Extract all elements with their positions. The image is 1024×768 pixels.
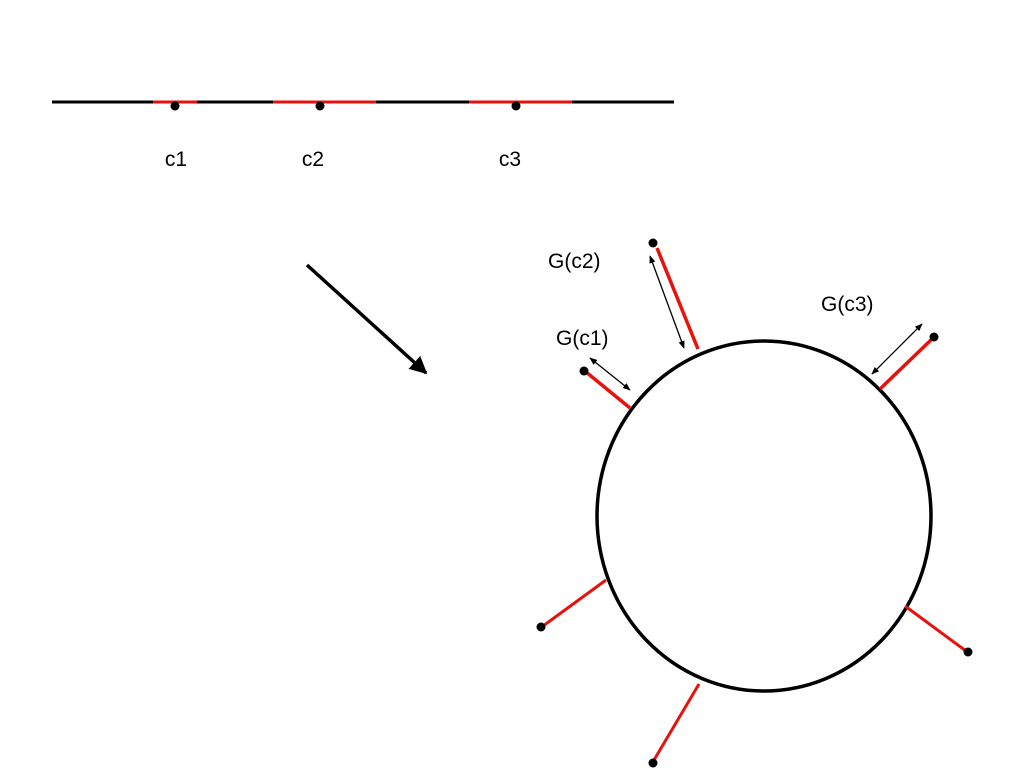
- label-c3: c3: [499, 148, 521, 171]
- label-g-c3: G(c3): [821, 293, 874, 316]
- point-c2: [315, 101, 325, 111]
- circle-group: G(c2) G(c3) G(c1): [536, 238, 973, 768]
- spoke-bottom: [652, 683, 701, 761]
- spoke-c3-dot: [929, 332, 939, 342]
- spoke-lower-right: [904, 604, 967, 653]
- point-c1: [170, 101, 180, 111]
- spoke-c2-dot: [648, 238, 658, 248]
- label-g-c1: G(c1): [556, 327, 609, 350]
- label-c2: c2: [302, 148, 324, 171]
- point-c3: [511, 101, 521, 111]
- length-arrow-c3: [871, 323, 923, 375]
- spoke-bottom-dot: [648, 758, 658, 768]
- label-g-c2: G(c2): [548, 250, 601, 273]
- transform-arrow: [305, 263, 428, 375]
- spoke-c1-dot: [579, 366, 589, 376]
- top-line-group: c1 c2 c3: [52, 100, 674, 171]
- spoke-lower-left: [542, 578, 607, 628]
- spoke-lower-left-dot: [536, 622, 546, 632]
- spoke-c3: [878, 337, 934, 391]
- length-arrow-c1: [589, 357, 631, 391]
- main-circle: [595, 339, 933, 693]
- label-c1: c1: [165, 148, 187, 171]
- spoke-c2: [655, 247, 700, 350]
- spoke-lower-right-dot: [963, 647, 973, 657]
- spoke-c1: [584, 370, 632, 410]
- length-arrow-c2: [649, 255, 685, 349]
